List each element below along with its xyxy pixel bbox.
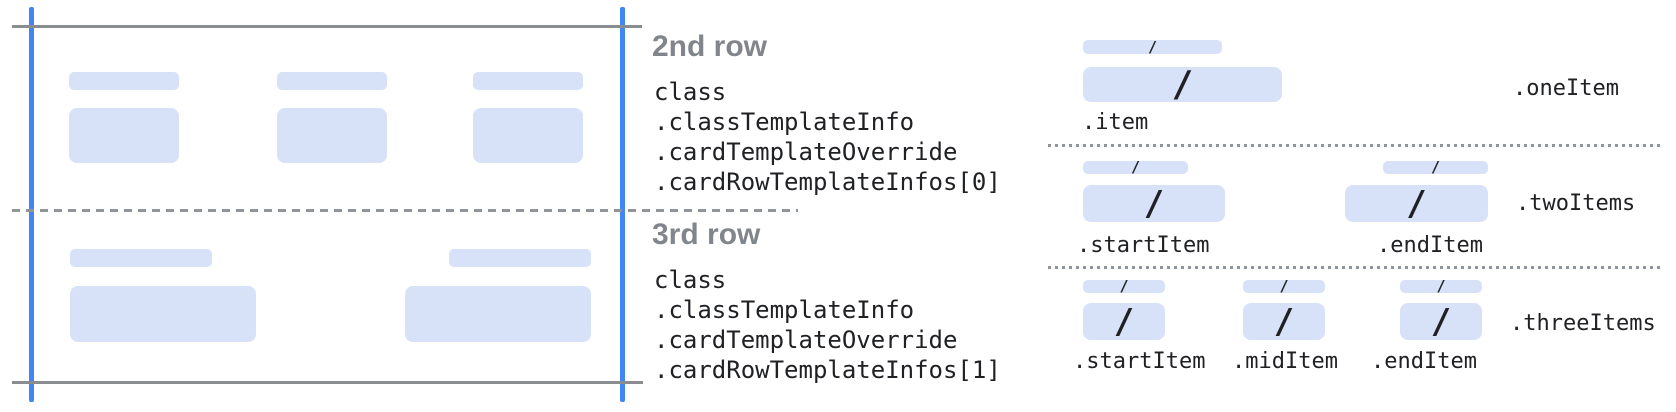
item-value-bar: / [1083, 63, 1282, 105]
field-label-bar [473, 72, 583, 90]
slash-glyph: / [1147, 37, 1158, 56]
field-label-bar [449, 249, 591, 267]
field-label-bar [277, 72, 387, 90]
item-label: .startItem [1073, 349, 1206, 374]
code-line: .classTemplateInfo [654, 108, 915, 136]
item-label-bar: / [1083, 277, 1165, 295]
code-line: class [654, 78, 727, 106]
template-threeItems-name: .threeItems [1510, 311, 1656, 336]
template-oneItem-name: .oneItem [1513, 76, 1619, 101]
item-label-bar: / [1083, 37, 1222, 56]
code-line: .cardRowTemplateInfos[1] [654, 356, 1001, 384]
code-line: .cardTemplateOverride [654, 138, 958, 166]
item-value-bar: / [1243, 303, 1325, 340]
item-value-bar: / [1345, 185, 1488, 222]
row3-heading: 3rd row [652, 218, 761, 251]
item-label: .endItem [1371, 349, 1477, 374]
slash-glyph: / [1171, 63, 1194, 105]
slash-glyph: / [1430, 301, 1452, 342]
card-top-boundary-line [12, 25, 642, 28]
code-line: .cardRowTemplateInfos[0] [654, 168, 1001, 196]
item-label: .item [1082, 110, 1149, 135]
slash-glyph: / [1113, 301, 1135, 342]
field-value-bar [277, 108, 387, 163]
card-left-guide-line [29, 7, 34, 402]
field-value-bar [70, 286, 256, 342]
item-label-bar: / [1383, 158, 1488, 176]
section-divider-dotted-line [1048, 266, 1664, 269]
row2-heading: 2nd row [652, 30, 768, 63]
item-value-bar: / [1083, 185, 1225, 222]
row-divider-dashed-line [12, 209, 798, 212]
template-twoItems-name: .twoItems [1516, 191, 1636, 216]
item-value-bar: / [1083, 303, 1165, 340]
slash-glyph: / [1143, 183, 1165, 224]
item-label: .startItem [1077, 233, 1210, 258]
field-value-bar [473, 108, 583, 163]
section-divider-dotted-line [1048, 144, 1664, 147]
card-bottom-boundary-line [12, 381, 643, 384]
code-line: .cardTemplateOverride [654, 326, 958, 354]
field-value-bar [405, 286, 591, 342]
field-label-bar [69, 72, 179, 90]
card-right-guide-line [620, 7, 625, 402]
item-label-bar: / [1083, 158, 1188, 176]
field-value-bar [69, 108, 179, 163]
field-label-bar [70, 249, 212, 267]
item-label: .midItem [1232, 349, 1338, 374]
slash-glyph: / [1130, 158, 1141, 176]
slash-glyph: / [1430, 158, 1441, 176]
row3-code: class.classTemplateInfo.cardTemplateOver… [654, 265, 1001, 385]
item-label-bar: / [1243, 277, 1325, 295]
slash-glyph: / [1406, 183, 1427, 224]
code-line: class [654, 266, 727, 294]
slash-glyph: / [1273, 301, 1295, 342]
row2-code: class.classTemplateInfo.cardTemplateOver… [654, 77, 1001, 197]
item-value-bar: / [1400, 303, 1482, 340]
item-label: .endItem [1377, 233, 1483, 258]
slash-glyph: / [1279, 277, 1289, 295]
code-line: .classTemplateInfo [654, 296, 915, 324]
slash-glyph: / [1436, 277, 1446, 295]
item-label-bar: / [1400, 277, 1482, 295]
slash-glyph: / [1119, 277, 1129, 295]
